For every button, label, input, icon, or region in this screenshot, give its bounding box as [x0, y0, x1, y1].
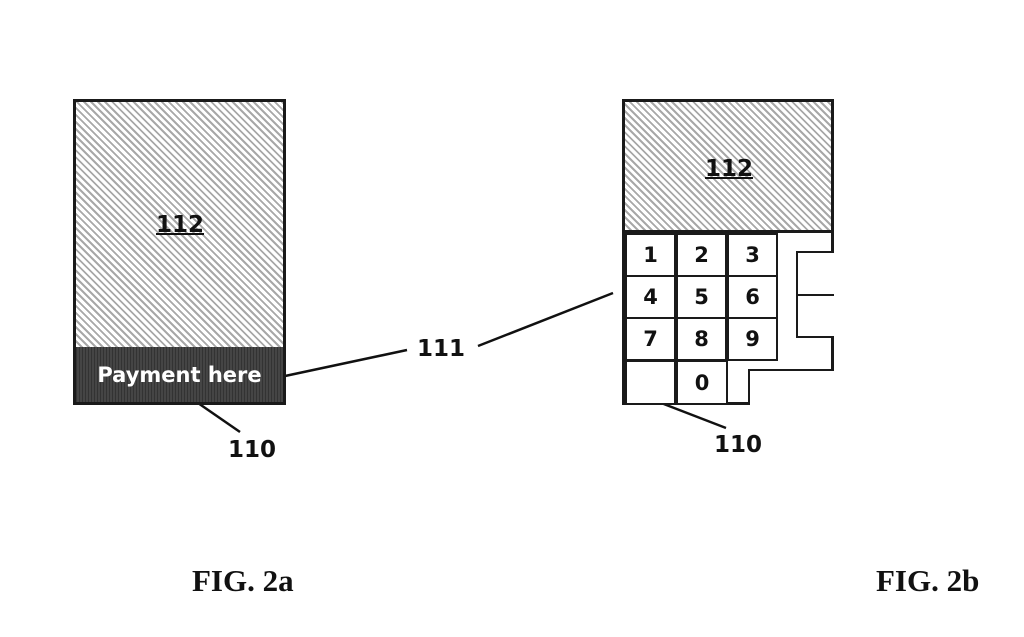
key-3[interactable]: 3 [727, 233, 778, 277]
payment-area-ref: 111 [417, 336, 466, 362]
side-button-bottom[interactable] [796, 294, 834, 338]
key-8[interactable]: 8 [676, 317, 727, 361]
leader-110-a [197, 401, 241, 434]
fig-2a-caption: FIG. 2a [192, 563, 294, 598]
key-9[interactable]: 9 [727, 317, 778, 361]
key-blank[interactable] [625, 360, 676, 405]
key-7[interactable]: 7 [625, 317, 676, 361]
fig-2a-device: 112 Payment here [73, 99, 286, 405]
key-5[interactable]: 5 [676, 275, 727, 319]
fig-2b-caption: FIG. 2b [876, 563, 980, 598]
leader-110-b [655, 399, 727, 430]
display-ref-label: 112 [156, 212, 205, 238]
payment-label: Payment here [97, 362, 262, 387]
fig-2b-device-ref: 110 [714, 432, 763, 458]
key-6[interactable]: 6 [727, 275, 778, 319]
payment-here-button[interactable]: Payment here [76, 347, 283, 402]
display-area: 112 [76, 102, 283, 347]
wide-button[interactable] [748, 369, 834, 405]
key-1[interactable]: 1 [625, 233, 676, 277]
leader-111-right [477, 291, 614, 348]
fig-2b-device: 112 1 2 3 4 5 6 7 8 9 0 [622, 99, 834, 405]
key-2[interactable]: 2 [676, 233, 727, 277]
key-0[interactable]: 0 [676, 360, 728, 405]
key-4[interactable]: 4 [625, 275, 676, 319]
side-button-top[interactable] [796, 251, 834, 296]
display-ref-label: 112 [705, 156, 754, 182]
display-area: 112 [625, 102, 831, 233]
fig-2a-device-ref: 110 [228, 437, 277, 463]
leader-111-left [284, 348, 408, 378]
